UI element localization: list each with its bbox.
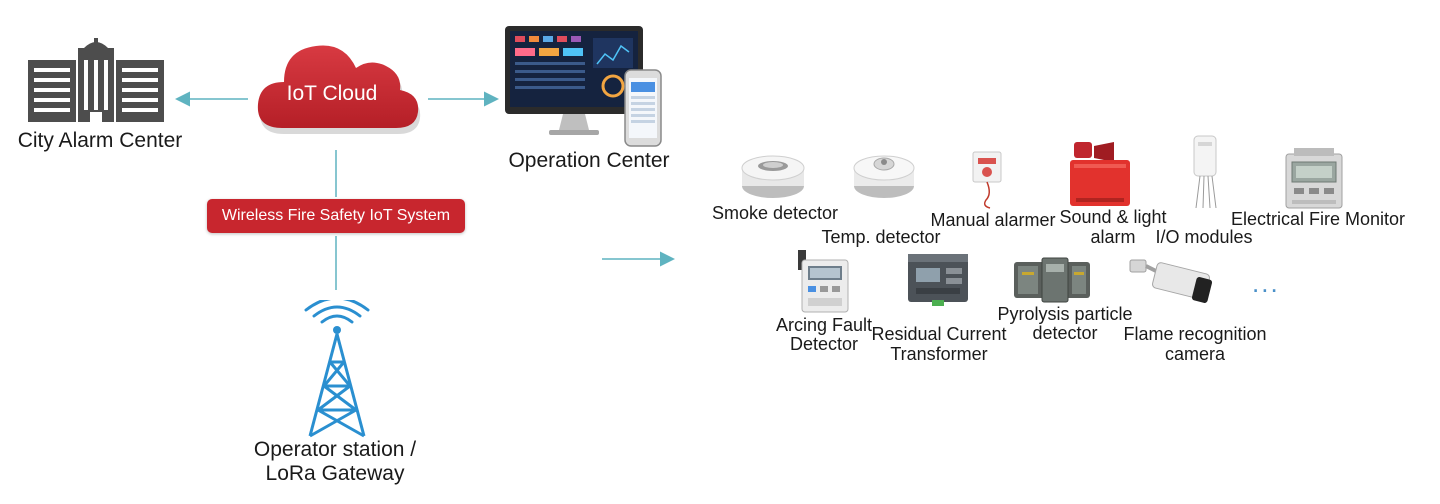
sound-light-label-line1: Sound & light xyxy=(1059,207,1167,227)
city-alarm-center-label: City Alarm Center xyxy=(17,129,183,152)
smoke-detector-label: Smoke detector xyxy=(711,203,839,223)
cloud-icon xyxy=(257,45,421,134)
manual-alarmer-label: Manual alarmer xyxy=(930,210,1056,230)
gateway-label-line1: Operator station / xyxy=(253,438,417,461)
gateway-tower-icon xyxy=(304,300,370,438)
temp-detector-label: Temp. detector xyxy=(821,227,941,247)
operation-center-label: Operation Center xyxy=(508,149,670,172)
monitor-icon xyxy=(505,26,662,147)
io-module-icon xyxy=(1193,135,1217,209)
electrical-fire-monitor-label: Electrical Fire Monitor xyxy=(1230,209,1406,229)
pyrolysis-label-line1: Pyrolysis particle xyxy=(997,304,1133,324)
residual-current-transformer-icon xyxy=(908,254,968,306)
system-badge: Wireless Fire Safety IoT System xyxy=(207,199,465,233)
arcing-fault-detector-icon xyxy=(798,250,849,313)
rct-label-line1: Residual Current xyxy=(871,324,1007,344)
flame-camera-label-line1: Flame recognition xyxy=(1123,324,1267,344)
arcing-fault-label-line2: Detector xyxy=(789,334,859,354)
electrical-fire-monitor-icon xyxy=(1285,148,1343,209)
flame-camera-icon xyxy=(1129,259,1213,303)
flame-camera-label-line2: camera xyxy=(1164,344,1226,364)
sound-light-label-line2: alarm xyxy=(1090,227,1136,247)
io-modules-label: I/O modules xyxy=(1155,227,1253,247)
manual-alarmer-icon xyxy=(972,151,1002,209)
gateway-label-line2: LoRa Gateway xyxy=(265,462,405,485)
rct-label-line2: Transformer xyxy=(890,344,988,364)
pyrolysis-detector-icon xyxy=(1014,257,1090,303)
smoke-detector-icon xyxy=(741,155,805,198)
pyrolysis-label-line2: detector xyxy=(1032,323,1098,343)
city-building-icon xyxy=(28,38,164,122)
sound-light-alarm-icon xyxy=(1070,142,1130,206)
arcing-fault-label-line1: Arcing Fault xyxy=(775,315,873,335)
iot-cloud-label: IoT Cloud xyxy=(286,82,378,105)
more-devices-ellipsis: ... xyxy=(1252,268,1280,298)
temp-detector-icon xyxy=(853,155,915,198)
